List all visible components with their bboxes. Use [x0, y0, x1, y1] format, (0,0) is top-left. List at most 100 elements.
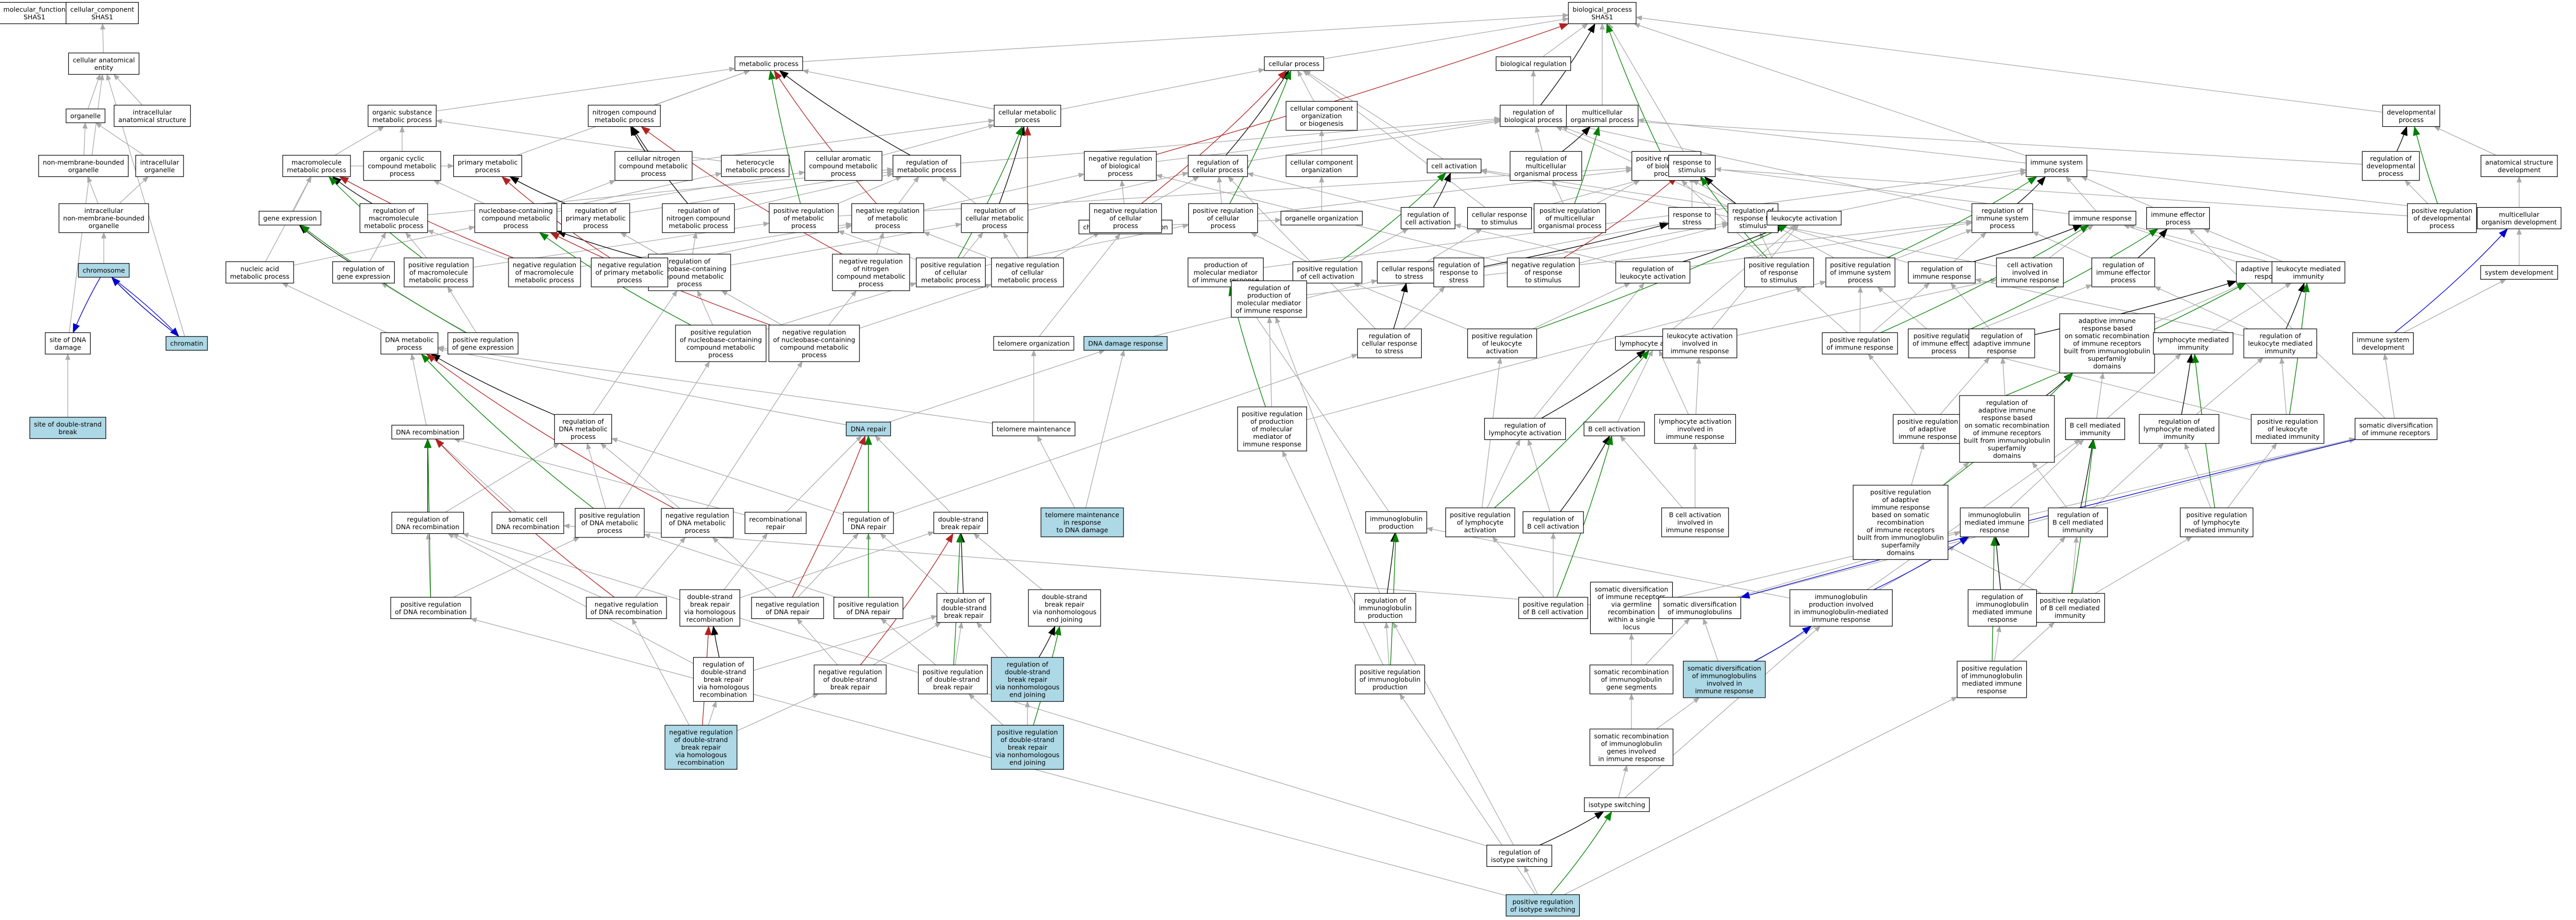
node-orgorg[interactable]: organelle organization: [1280, 211, 1363, 225]
node-bcellact[interactable]: B cell activation: [1583, 422, 1645, 436]
node-metab[interactable]: metabolic process: [734, 56, 803, 71]
node-chromatin[interactable]: chromatin: [165, 336, 208, 351]
node-dnadr[interactable]: DNA damage response: [1083, 336, 1168, 351]
node-dnarec[interactable]: DNA recombination: [391, 425, 464, 439]
node-organelle[interactable]: organelle: [66, 109, 105, 123]
node-dnarep[interactable]: DNA repair: [845, 422, 891, 436]
node-telmaint[interactable]: telomere maintenance: [992, 422, 1075, 436]
node-chromosome[interactable]: chromosome: [78, 263, 130, 278]
node-cellproc[interactable]: cellular process: [1264, 56, 1324, 71]
node-sysdev[interactable]: system development: [2480, 265, 2558, 280]
node-biolreg[interactable]: biological regulation: [1495, 56, 1571, 71]
